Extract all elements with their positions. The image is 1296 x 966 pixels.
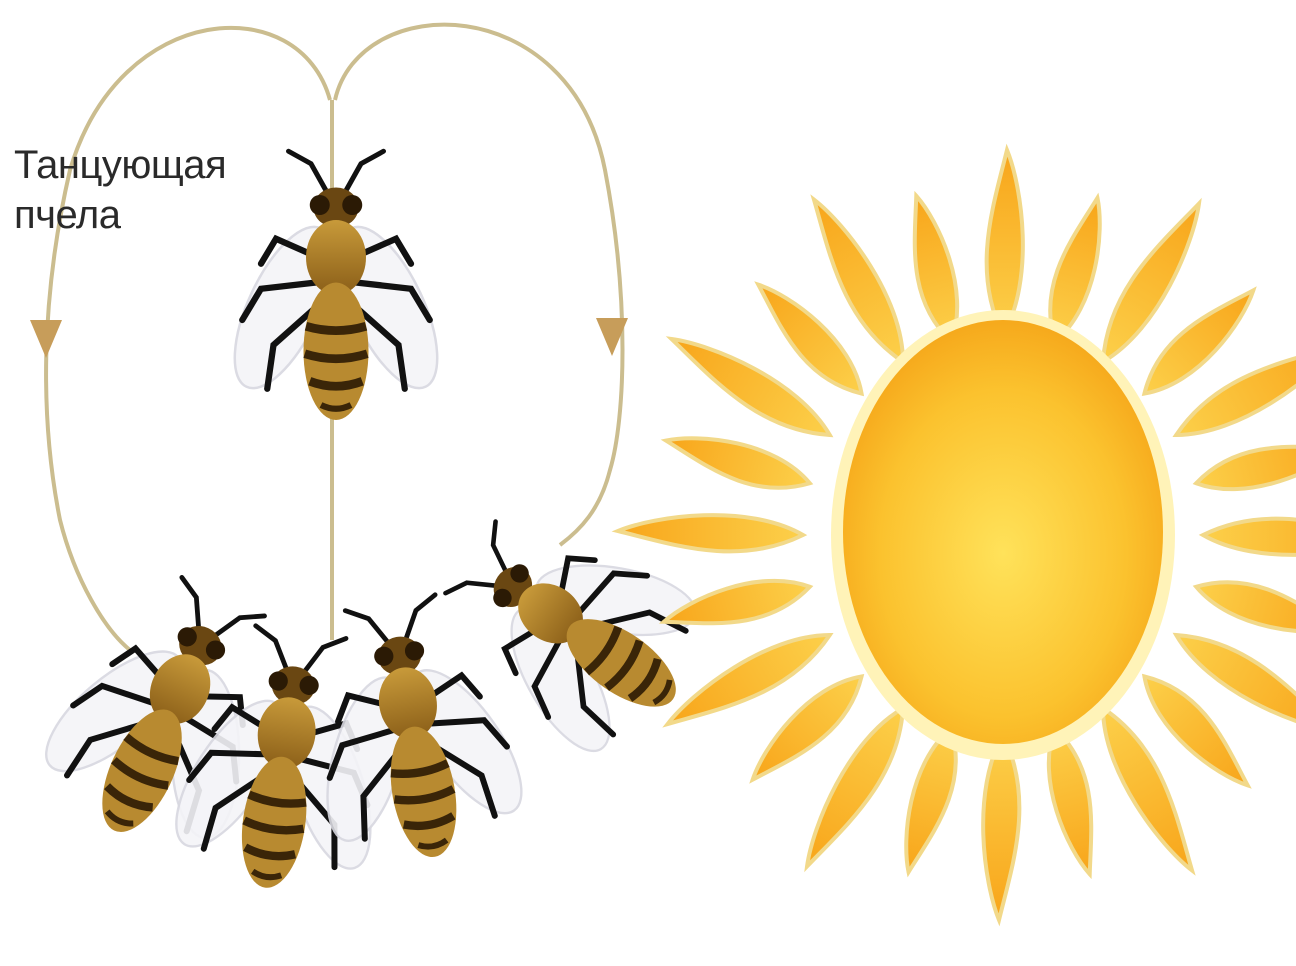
sun-ray — [618, 515, 803, 551]
arrow-down-icon — [30, 320, 62, 358]
caption-line-1: Танцующая — [14, 140, 226, 190]
sun-ray — [1192, 429, 1296, 503]
sun-ray — [1203, 519, 1296, 555]
sun-ray — [661, 425, 815, 499]
sun-ray — [983, 735, 1019, 920]
sun-core — [843, 320, 1163, 744]
dancing-bee — [215, 151, 457, 420]
sun-ray — [987, 150, 1023, 335]
sun-ray — [1191, 571, 1296, 645]
sun-illustration — [618, 150, 1296, 920]
dancing-bee-label: Танцующая пчела — [14, 140, 226, 240]
caption-line-2: пчела — [14, 190, 226, 240]
